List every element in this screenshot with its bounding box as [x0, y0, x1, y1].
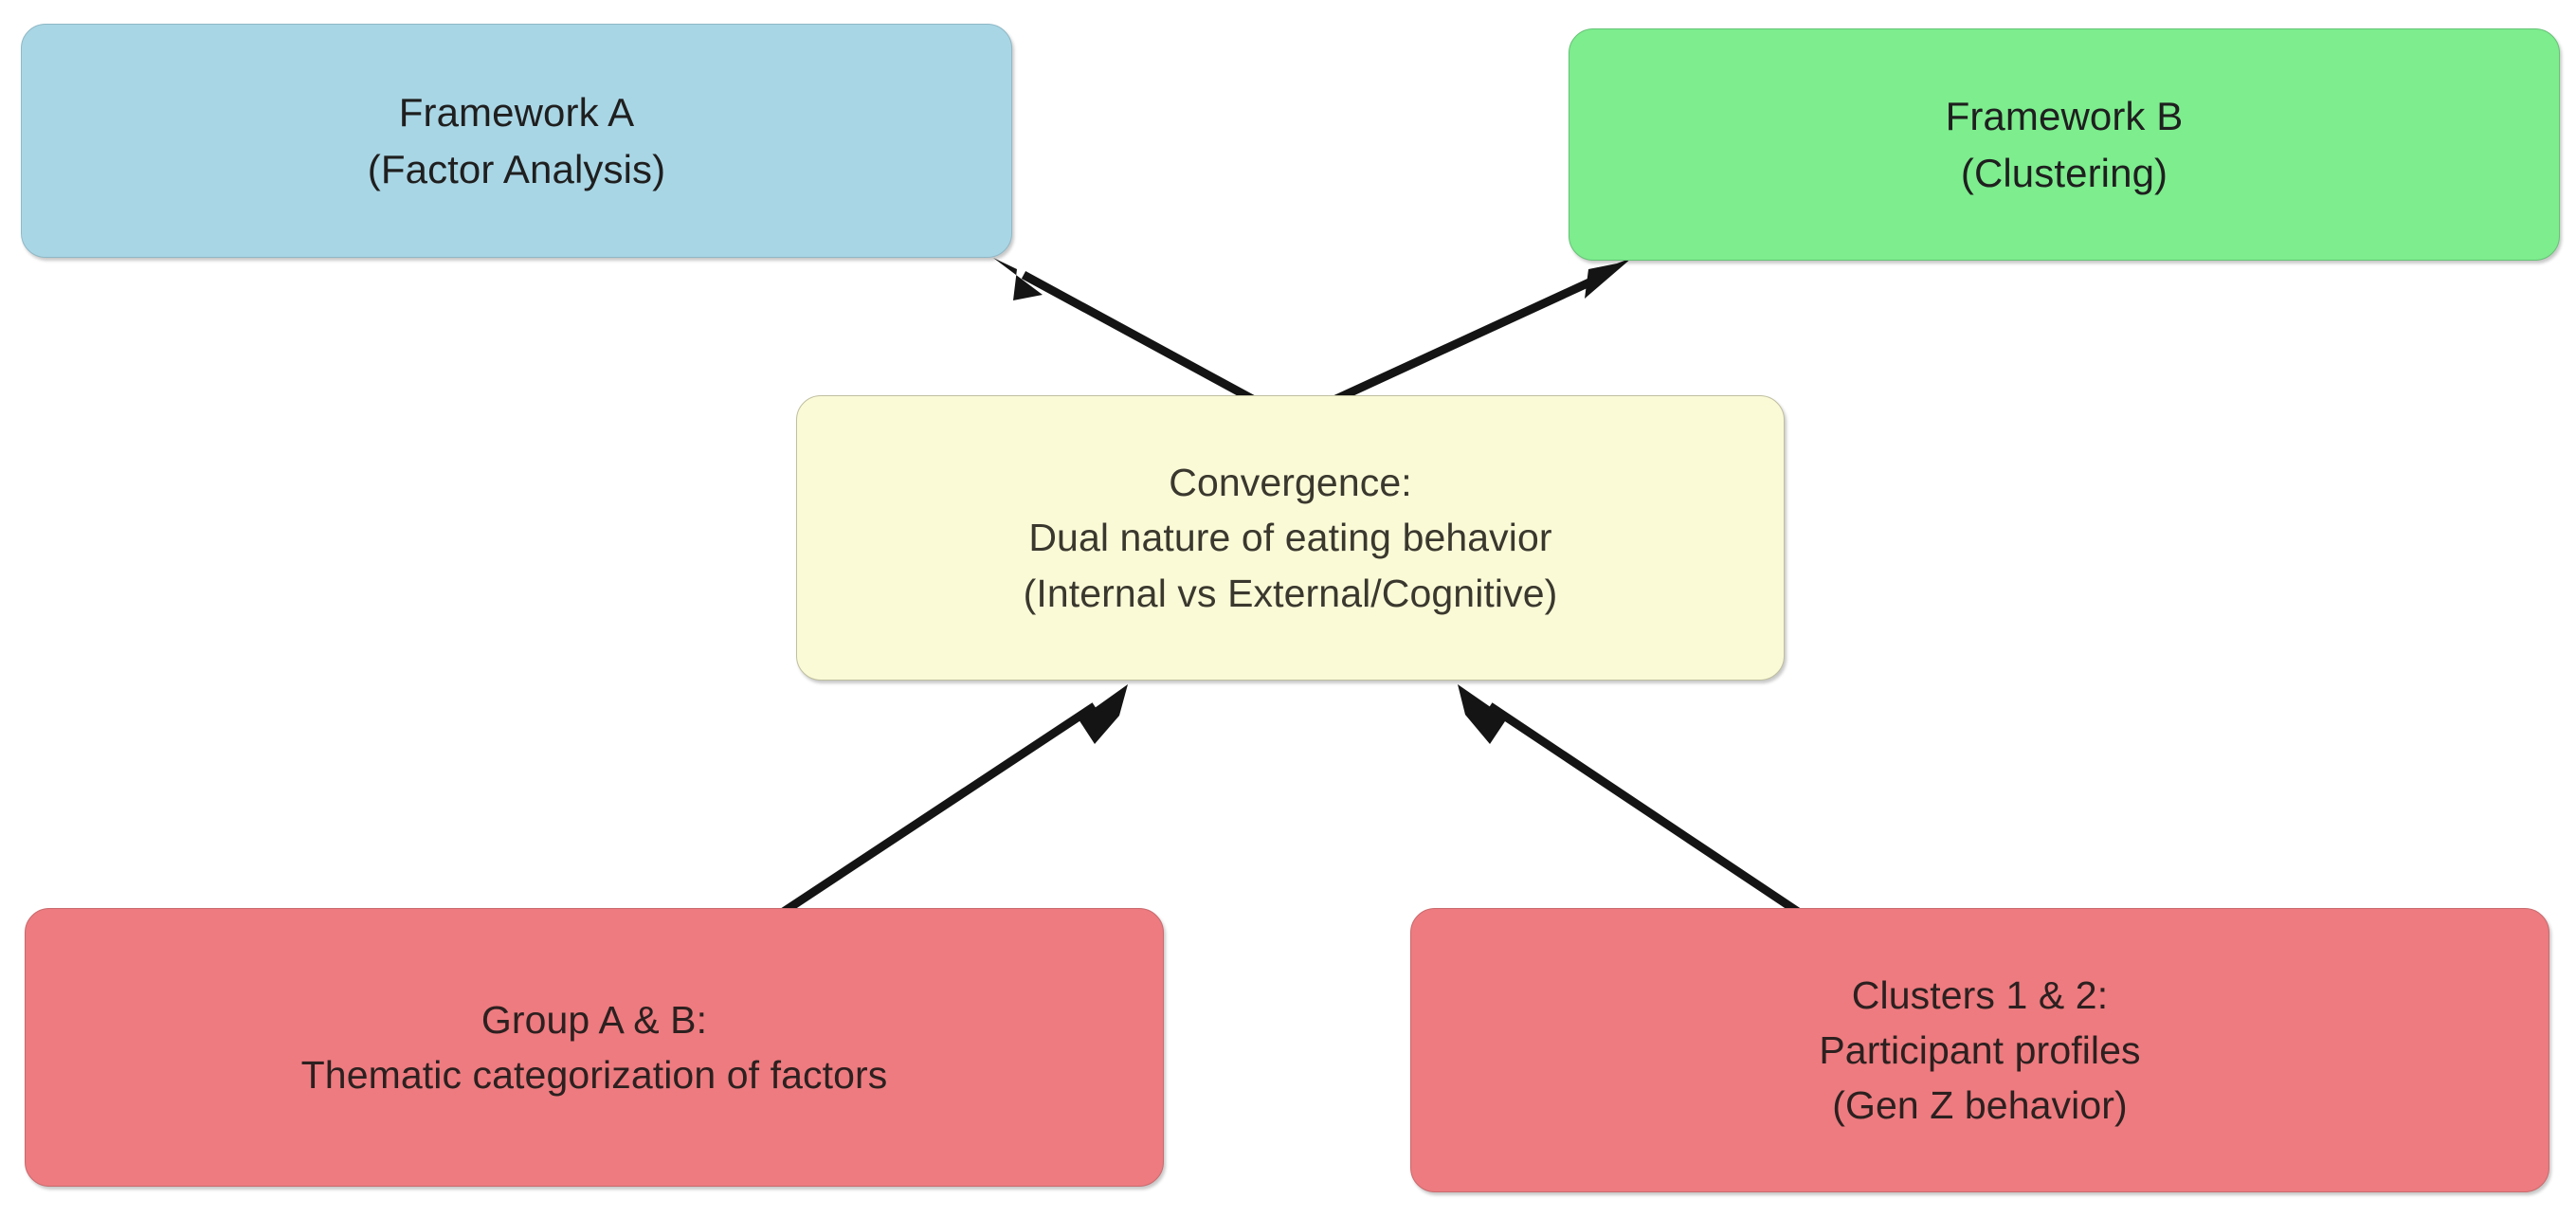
node-groups-label: Group A & B: Thematic categorization of … [300, 997, 888, 1097]
node-framework-a[interactable]: Framework A (Factor Analysis) [21, 24, 1012, 258]
node-clusters-label: Clusters 1 & 2: Participant profiles (Ge… [1819, 972, 2141, 1128]
node-framework-b[interactable]: Framework B (Clustering) [1569, 28, 2560, 261]
node-clusters[interactable]: Clusters 1 & 2: Participant profiles (Ge… [1410, 908, 2549, 1192]
node-framework-a-label: Framework A (Factor Analysis) [367, 89, 666, 191]
node-convergence-label: Convergence: Dual nature of eating behav… [1023, 461, 1558, 615]
node-framework-b-label: Framework B (Clustering) [1945, 93, 2184, 195]
node-convergence[interactable]: Convergence: Dual nature of eating behav… [796, 395, 1785, 681]
node-groups[interactable]: Group A & B: Thematic categorization of … [25, 908, 1164, 1187]
